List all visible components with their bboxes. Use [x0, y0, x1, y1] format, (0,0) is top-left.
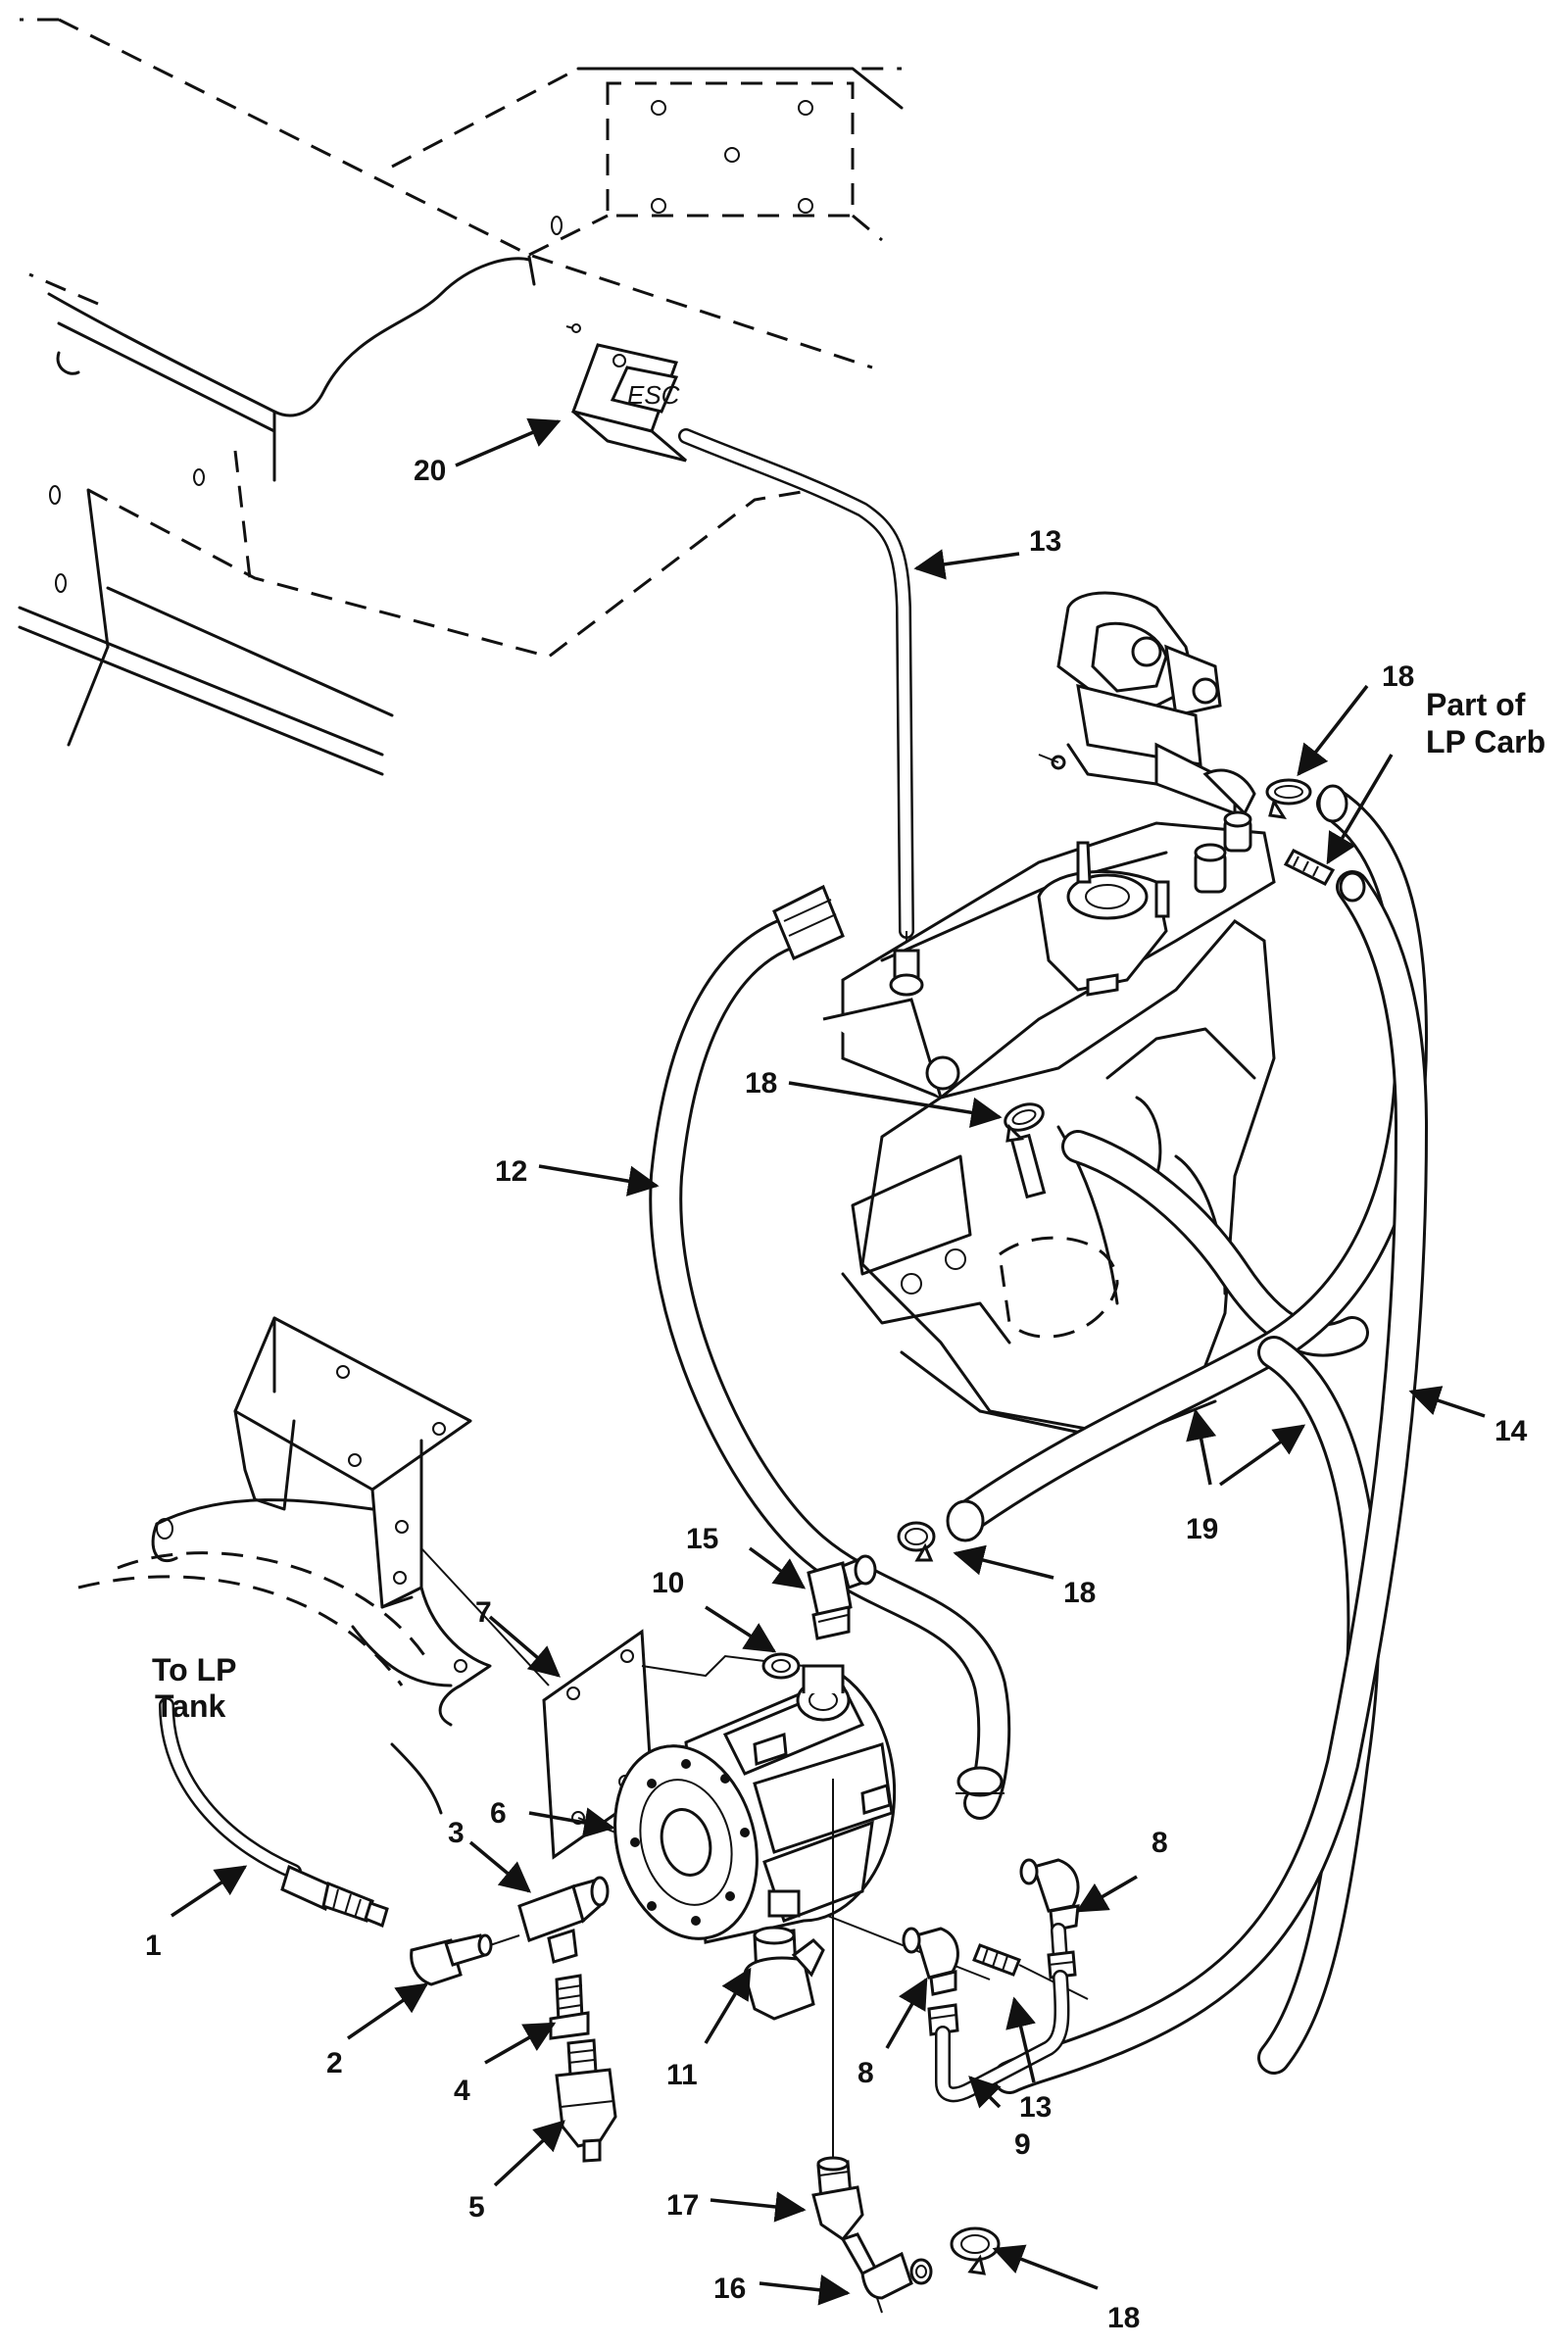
note-lp-tank-line1: To LP [152, 1652, 237, 1687]
callout-1: 1 [145, 1930, 162, 1962]
elbow-fitting-8-right [1019, 1858, 1080, 1980]
esc-label: ESC [627, 380, 680, 410]
note-lp-carb-line2: LP Carb [1426, 724, 1545, 759]
callout-19: 19 [1186, 1513, 1218, 1545]
callout-8-left: 8 [858, 2057, 874, 2089]
pressure-switch-5 [555, 2038, 617, 2163]
tee-fitting-3 [517, 1876, 610, 1964]
esc-module: ESC [565, 323, 687, 463]
note-lp-tank-line2: Tank [155, 1688, 226, 1724]
callout-18-mid: 18 [745, 1067, 777, 1100]
hose-14 [993, 870, 1429, 2094]
callout-11: 11 [666, 2059, 698, 2091]
lp-converter-6 [613, 1654, 896, 1944]
callout-4: 4 [454, 2075, 470, 2107]
adapter-4 [549, 1974, 590, 2040]
note-lp-carb-line1: Part of [1426, 687, 1526, 722]
hose-19 [946, 784, 1429, 2075]
fitting-17-and-16-lower [811, 1779, 933, 2314]
callout-20: 20 [414, 455, 446, 487]
callout-10: 10 [652, 1567, 684, 1599]
hose-clamp-18-mid [1004, 1102, 1045, 1143]
callout-18-bottom: 18 [1107, 2302, 1140, 2334]
elbow-fitting-8-left [902, 1927, 959, 2036]
callout-16-lower: 16 [713, 2273, 746, 2305]
vacuum-hose-15 [678, 428, 914, 960]
hose-clamp-18-lower [897, 1521, 936, 1562]
callout-labels: 20 13 18 18 12 14 19 18 15 10 7 6 3 1 2 … [145, 455, 1528, 2334]
callout-leaders [171, 417, 1486, 2306]
callout-3: 3 [448, 1817, 465, 1849]
elbow-fitting-11 [743, 1926, 825, 2021]
callout-8-right: 8 [1152, 1827, 1168, 1859]
callout-18-upper: 18 [1382, 660, 1414, 693]
hose-clamp-18-upper [1265, 778, 1312, 819]
vehicle-frame-phantom [18, 18, 904, 776]
callout-13: 13 [1019, 2091, 1052, 2124]
callout-2: 2 [326, 2047, 343, 2079]
callout-18-lower: 18 [1063, 1577, 1096, 1609]
callout-12: 12 [495, 1155, 527, 1188]
elbow-fitting-2 [410, 1933, 520, 1986]
lp-carb-fitting [1283, 849, 1336, 886]
callout-14: 14 [1494, 1415, 1528, 1447]
mounting-bracket-phantom [77, 1316, 492, 1815]
callout-15: 13 [1029, 525, 1061, 558]
elbow-fitting-16-upper [807, 1554, 877, 1640]
note-part-of-lp-carb: Part of LP Carb [1426, 687, 1545, 759]
callout-6: 6 [490, 1797, 507, 1830]
callout-9: 9 [1014, 2128, 1031, 2161]
callout-5: 5 [468, 2191, 485, 2224]
callout-17: 17 [666, 2189, 699, 2222]
engine-carburetor-assembly [822, 591, 1276, 1442]
lp-tank-hose-1 [159, 1697, 389, 1929]
tube-9 [935, 1970, 1070, 2103]
hose-12 [649, 884, 1011, 1820]
callout-16-upper: 15 [686, 1523, 718, 1555]
plug-10 [761, 1652, 801, 1680]
callout-7: 7 [475, 1596, 492, 1629]
note-to-lp-tank: To LP Tank [152, 1652, 237, 1724]
hose-clamp-18-bottom [950, 2226, 1001, 2275]
